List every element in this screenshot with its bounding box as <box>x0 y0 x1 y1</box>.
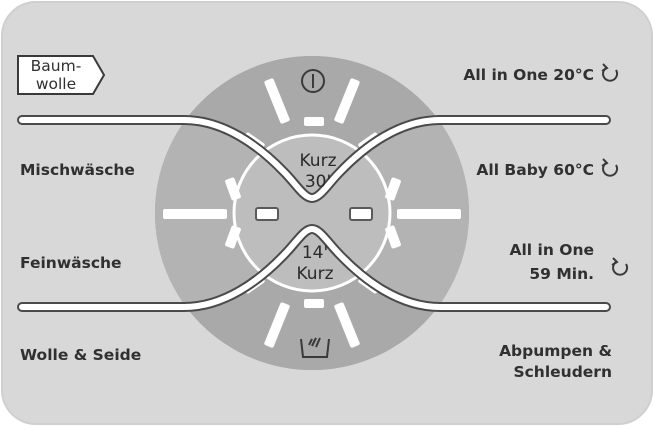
rinse-tub-icon[interactable] <box>300 337 330 358</box>
kurz-14-button[interactable]: 14' Kurz <box>297 243 334 284</box>
kurz-14-label-2: Kurz <box>297 264 334 284</box>
cycle-arrow-icon <box>601 158 619 177</box>
power-icon[interactable] <box>301 69 325 93</box>
baumwolle-label-2: wolle <box>36 75 76 93</box>
all-in-one-59-label-2: 59 Min. <box>529 265 594 283</box>
kurz-30-button[interactable]: Kurz 30' <box>300 151 337 192</box>
program-all-baby-60[interactable]: All Baby 60°C <box>476 158 619 179</box>
program-feinwaesche[interactable]: Feinwäsche <box>20 254 122 272</box>
program-all-in-one-59[interactable]: All in One 59 Min. <box>510 241 629 283</box>
kurz-14-label-1: 14' <box>302 243 328 263</box>
program-all-in-one-20[interactable]: All in One 20°C <box>463 63 619 84</box>
program-selector-lines <box>17 115 611 312</box>
kurz-30-label-2: 30' <box>305 172 331 192</box>
program-wolle-seide[interactable]: Wolle & Seide <box>20 346 141 364</box>
baumwolle-label-1: Baum- <box>31 57 82 75</box>
program-baumwolle[interactable]: Baum- wolle <box>17 55 106 95</box>
all-in-one-20-label: All in One 20°C <box>463 66 594 84</box>
abpumpen-label-2: Schleudern <box>513 363 612 381</box>
cycle-arrow-icon <box>611 257 629 276</box>
kurz-30-label-1: Kurz <box>300 151 337 171</box>
cycle-arrow-icon <box>601 63 619 82</box>
program-mischwaesche[interactable]: Mischwäsche <box>20 161 135 179</box>
led-indicator-left <box>255 207 279 221</box>
abpumpen-label-1: Abpumpen & <box>499 342 612 360</box>
all-baby-60-label: All Baby 60°C <box>476 161 594 179</box>
program-abpumpen-schleudern[interactable]: Abpumpen & Schleudern <box>499 342 612 381</box>
led-indicator-right <box>349 207 373 221</box>
tag-label-icon <box>17 55 106 95</box>
all-in-one-59-label-1: All in One <box>510 241 595 259</box>
